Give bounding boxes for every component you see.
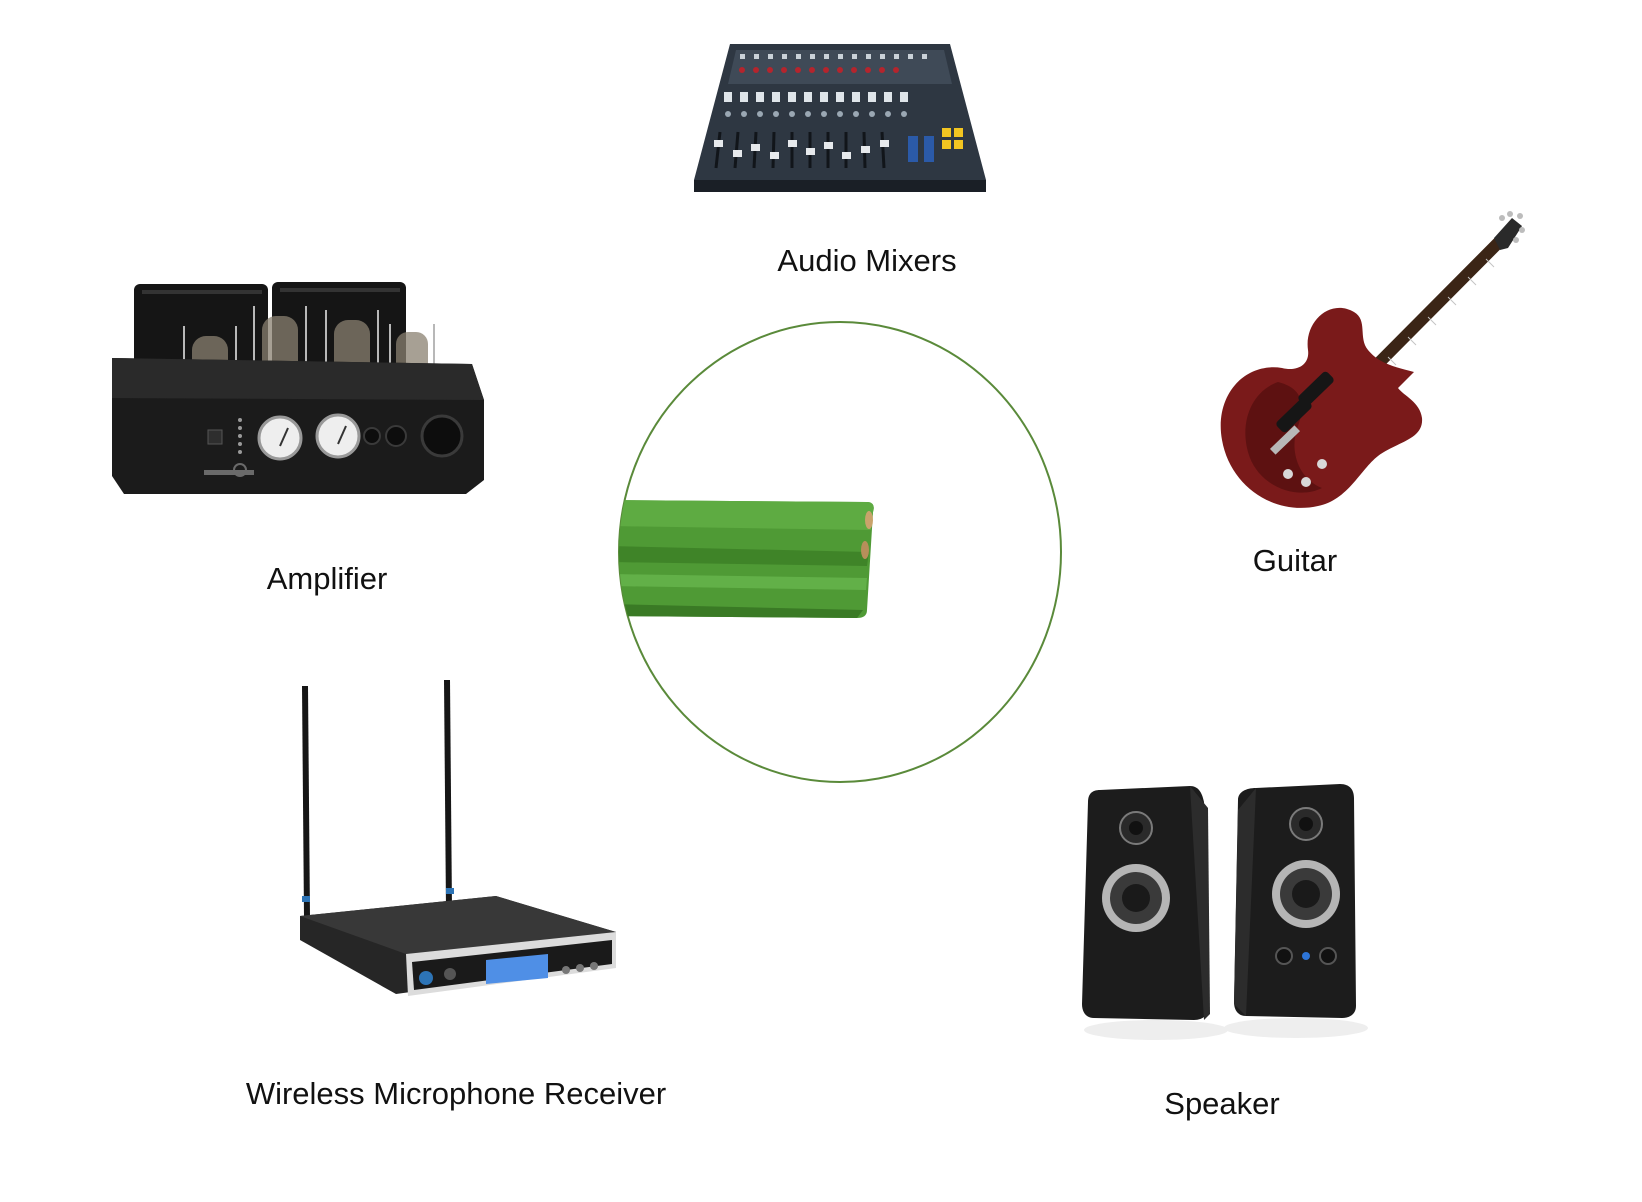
speakers-image bbox=[1080, 784, 1368, 1060]
speaker-label: Speaker bbox=[1164, 1086, 1280, 1121]
speaker-cable-icon bbox=[618, 321, 1062, 783]
speakers-icon bbox=[1082, 784, 1368, 1040]
guitar-label: Guitar bbox=[1252, 543, 1338, 578]
wireless-receiver-label: Wireless Microphone Receiver bbox=[245, 1076, 667, 1111]
guitar-image bbox=[1218, 211, 1528, 522]
wireless-receiver-image bbox=[296, 678, 622, 1022]
audio-mixer-image bbox=[690, 40, 990, 196]
wireless-receiver-icon bbox=[300, 680, 616, 996]
electric-guitar-icon bbox=[1220, 211, 1525, 508]
speaker-cable-circle bbox=[617, 320, 1063, 784]
audio-mixer-label: Audio Mixers bbox=[777, 243, 957, 278]
audio-mixer-icon bbox=[694, 44, 986, 192]
tube-amplifier-icon bbox=[112, 282, 484, 494]
amplifier-label: Amplifier bbox=[266, 561, 388, 596]
amplifier-image bbox=[112, 280, 484, 506]
